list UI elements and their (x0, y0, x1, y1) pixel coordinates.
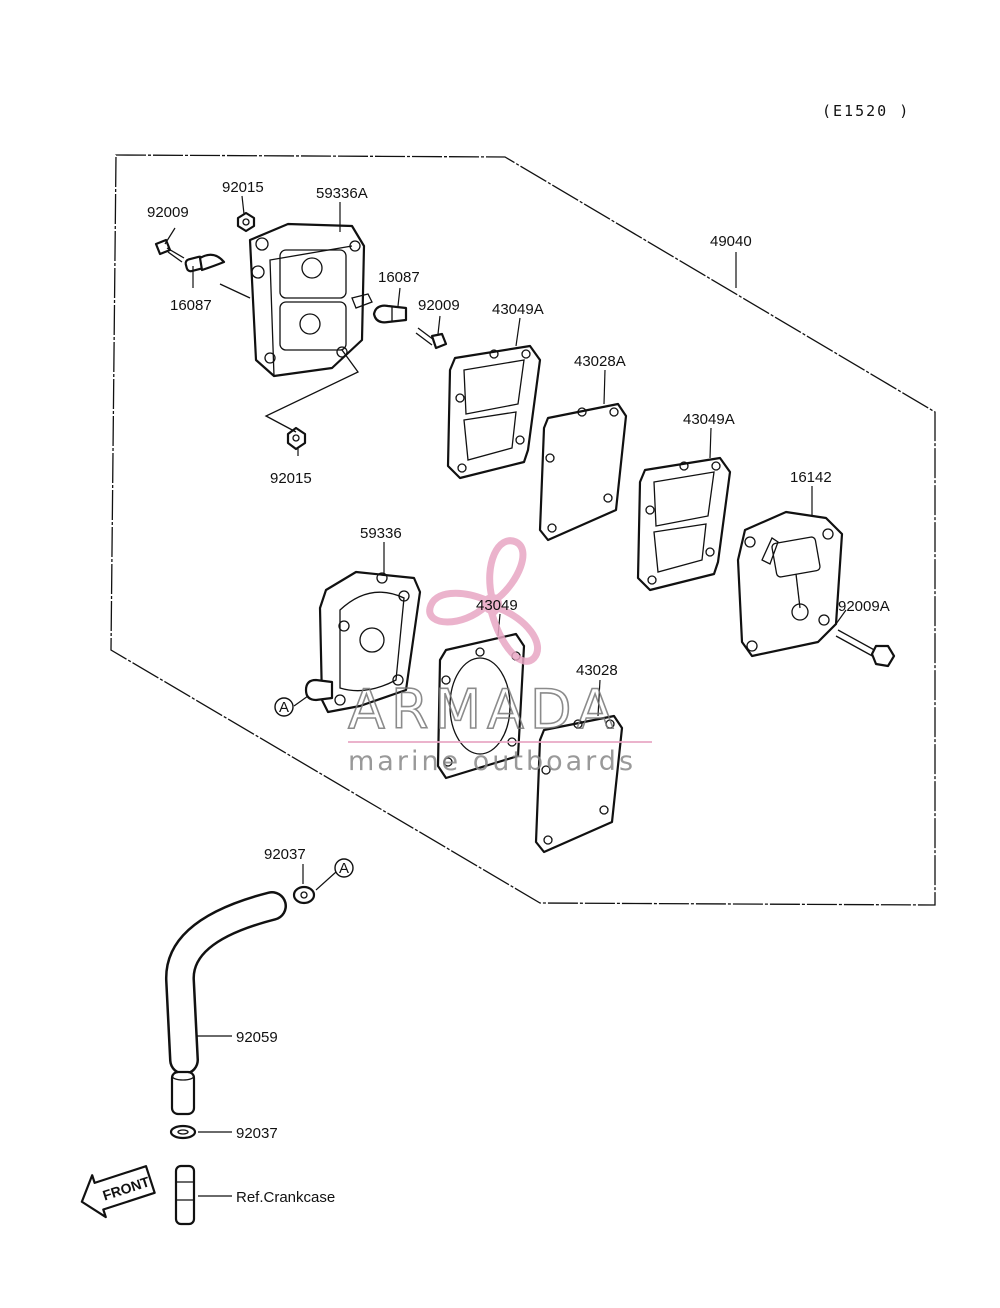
label-ref-crankcase: Ref.Crankcase (236, 1189, 335, 1206)
clamp-92037-bottom (169, 1124, 197, 1140)
label-43028A: 43028A (574, 353, 626, 370)
label-92009-mid: 92009 (418, 297, 460, 314)
label-49040: 49040 (710, 233, 752, 250)
hose-92059 (165, 891, 287, 1075)
ref-marker-A-2: A (334, 858, 354, 878)
gasket-43049A-2 (636, 456, 732, 592)
ref-marker-A-2-label: A (339, 860, 349, 877)
nut-92015-bottom (286, 426, 307, 451)
hose-end-segment (170, 1070, 196, 1116)
clamp-92037-top (292, 885, 316, 905)
label-92015-top: 92015 (222, 179, 264, 196)
label-92015-bottom: 92015 (270, 470, 312, 487)
valve-16087-left (184, 253, 226, 273)
label-59336A: 59336A (316, 185, 368, 202)
diagram-code: (E1520 ) (822, 102, 910, 120)
crankcase-fitting (174, 1164, 196, 1226)
diaphragm-43028A (538, 402, 628, 542)
ref-marker-A-1-label: A (279, 699, 289, 716)
label-43049A-1: 43049A (492, 301, 544, 318)
label-92009A: 92009A (838, 598, 890, 615)
label-59336: 59336 (360, 525, 402, 542)
label-43028: 43028 (576, 662, 618, 679)
watermark-brand: ARMADA (348, 678, 620, 741)
label-43049: 43049 (476, 597, 518, 614)
valve-16087-right (372, 304, 408, 324)
outer-cover-16142 (736, 510, 844, 658)
label-16142: 16142 (790, 469, 832, 486)
propeller-icon (426, 537, 541, 665)
label-16087-left: 16087 (170, 297, 212, 314)
bolt-92009A (835, 629, 896, 668)
label-92059: 92059 (236, 1029, 278, 1046)
screw-92009-mid (415, 327, 448, 350)
front-arrow: FRONT (80, 1165, 156, 1219)
gasket-43049A-1 (446, 344, 542, 480)
label-16087-right: 16087 (378, 269, 420, 286)
nut-92015-top (236, 211, 256, 233)
kit-outline (110, 154, 936, 906)
watermark-tagline: marine outboards (348, 746, 636, 777)
diaphragm-43028 (534, 714, 624, 854)
armada-logo-watermark: ARMADA marine outboards (347, 537, 652, 777)
pump-cover-59336A (248, 222, 373, 378)
label-92037-bottom: 92037 (236, 1125, 278, 1142)
screw-92009-left (154, 238, 185, 263)
ref-marker-A-1: A (274, 697, 294, 717)
label-92037-top: 92037 (264, 846, 306, 863)
label-43049A-2: 43049A (683, 411, 735, 428)
label-92009-left: 92009 (147, 204, 189, 221)
pump-body-59336 (304, 570, 422, 714)
